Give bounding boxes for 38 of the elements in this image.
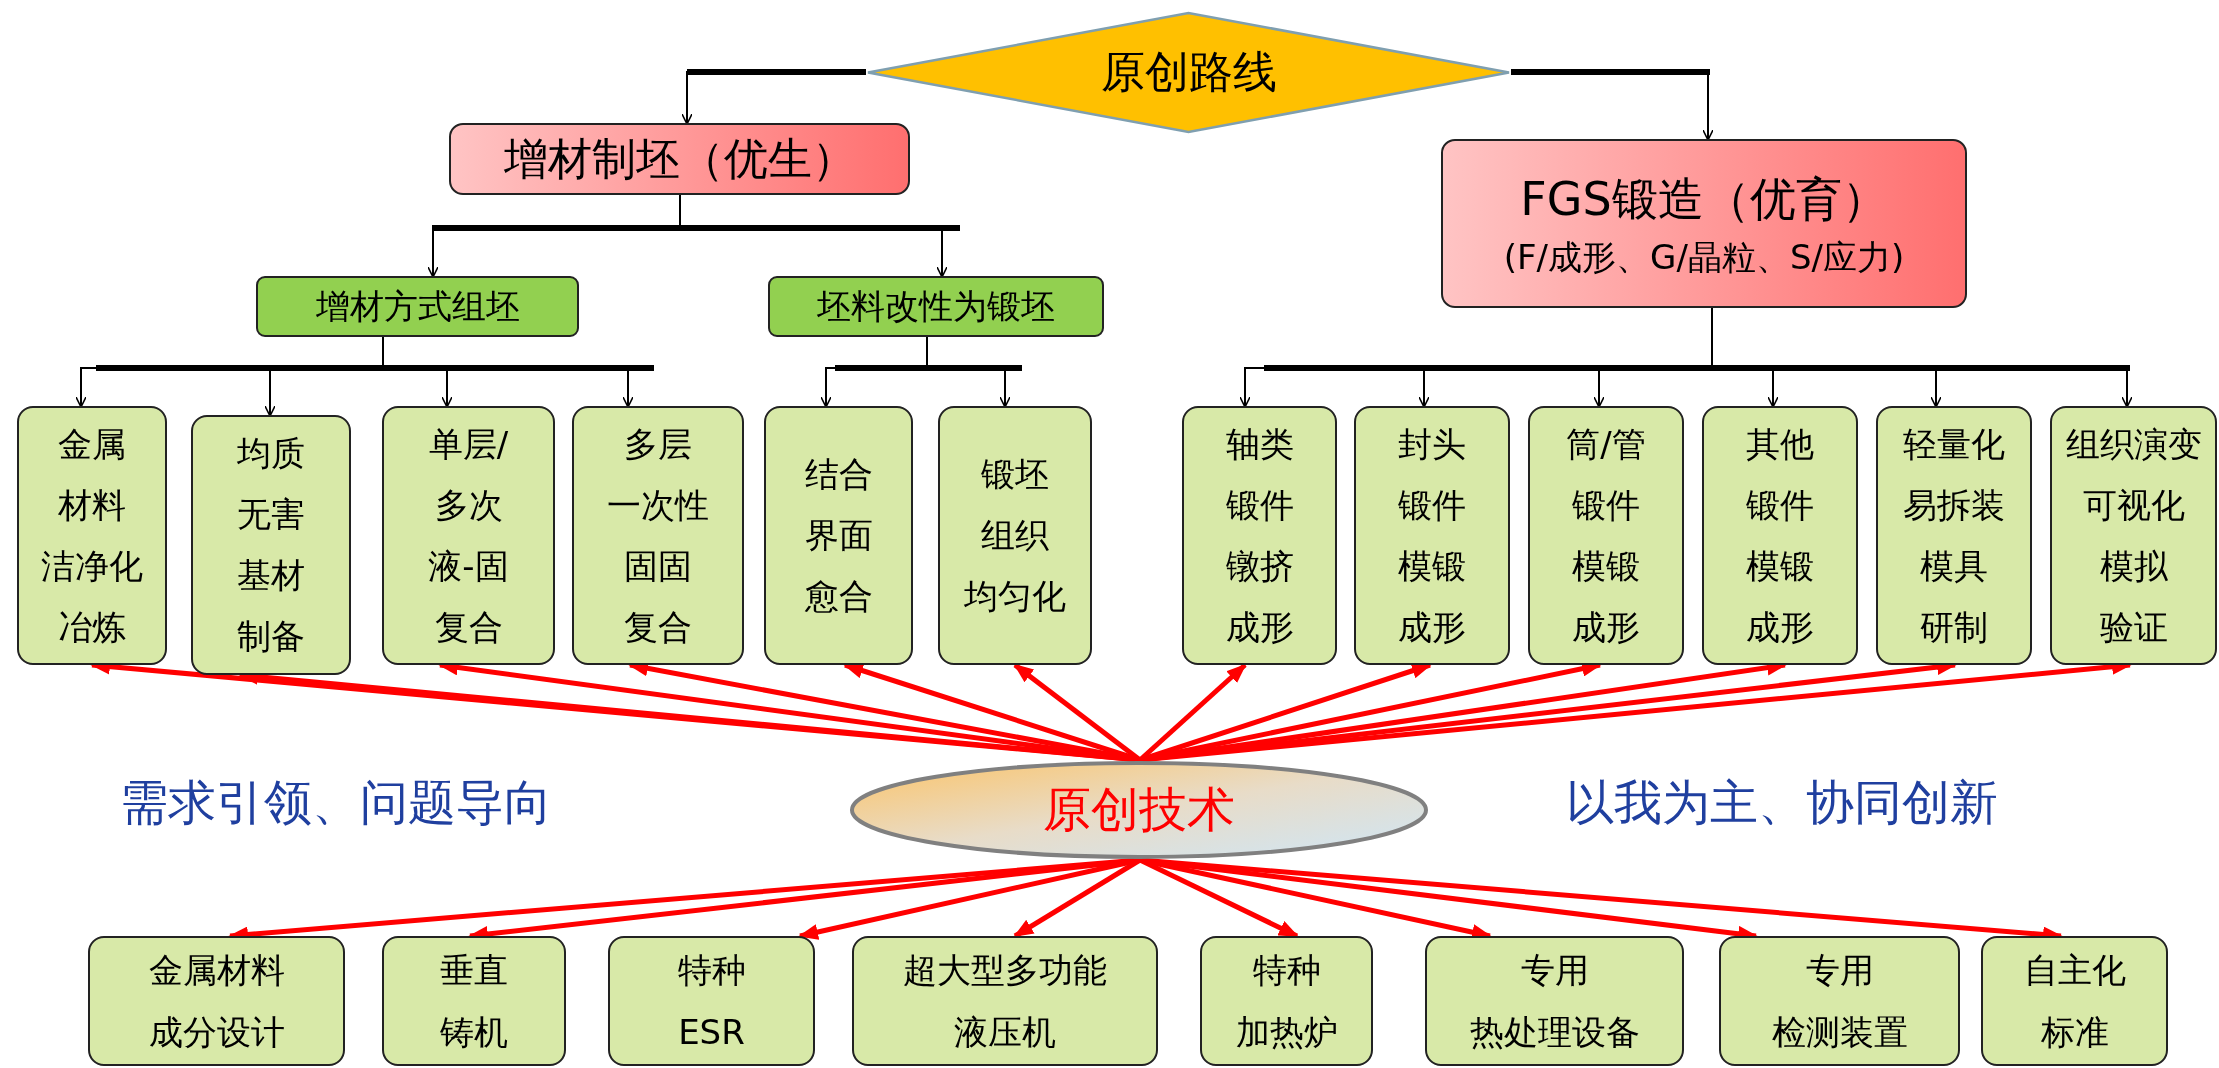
process-box: 专用热处理设备 (1425, 936, 1684, 1066)
process-box: 专用检测装置 (1719, 936, 1960, 1066)
process-box: 轴类锻件镦挤成形 (1182, 406, 1337, 665)
process-box: 自主化标准 (1981, 936, 2168, 1066)
box-heading: FGS锻造（优育） (1520, 170, 1888, 228)
arrow (679, 194, 948, 278)
diamond-label: 原创路线 (1100, 45, 1277, 99)
process-box: 其他锻件模锻成形 (1702, 406, 1858, 665)
process-box: 金属材料成分设计 (88, 936, 345, 1066)
process-box: 多层一次性固固复合 (572, 406, 744, 665)
arrow (681, 71, 867, 125)
group-box: 坯料改性为锻坯 (768, 276, 1104, 337)
process-box: 超大型多功能液压机 (852, 936, 1158, 1066)
process-box: 金属材料洁净化冶炼 (17, 406, 167, 665)
process-box: 组织演变可视化模拟验证 (2050, 406, 2217, 665)
process-box: 筒/管锻件模锻成形 (1528, 406, 1684, 665)
process-box: 特种加热炉 (1200, 936, 1373, 1066)
process-box: 锻坯组织均匀化 (938, 406, 1092, 665)
process-box: 增材制坯（优生） (449, 123, 910, 195)
process-box (1441, 139, 1967, 308)
arrow (1510, 71, 1714, 141)
process-box: 均质无害基材制备 (191, 415, 351, 675)
oval-label: 原创技术 (1043, 780, 1235, 839)
arrow (926, 336, 1011, 408)
process-box: 单层/多次液-固复合 (382, 406, 555, 665)
decision-diamond (866, 11, 1511, 134)
group-box: 增材方式组坯 (256, 276, 579, 337)
process-box: 结合界面愈合 (764, 406, 913, 665)
process-box: 封头锻件模锻成形 (1354, 406, 1510, 665)
arrow (382, 336, 634, 408)
slogan-text: 以我为主、协同创新 (1566, 773, 1998, 832)
process-box: 特种ESR (608, 936, 815, 1066)
slogan-text: 需求引领、问题导向 (120, 773, 552, 832)
arrow (1013, 857, 1142, 939)
process-box: 垂直铸机 (382, 936, 566, 1066)
oval-shape (849, 760, 1429, 860)
box-subtitle: (F/成形、G/晶粒、S/应力) (1503, 235, 1905, 279)
process-box: 轻量化易拆装模具研制 (1876, 406, 2032, 665)
